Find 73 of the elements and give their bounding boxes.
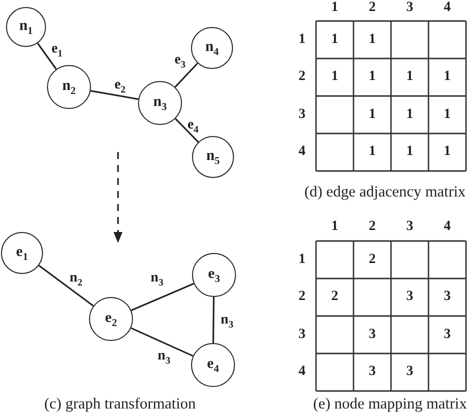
node-label: n$_{5}$ xyxy=(206,148,220,166)
matrix-value: 1 xyxy=(406,145,414,160)
matrix-index: 2 xyxy=(298,290,306,304)
connector-line xyxy=(174,118,199,143)
graph-node-circle xyxy=(191,343,235,387)
matrix-index: 3 xyxy=(406,1,414,15)
edge-label: n$_{2}$ xyxy=(70,272,82,288)
matrix-index: 1 xyxy=(298,32,306,47)
graph-node-circle xyxy=(1,232,43,274)
node-label: n$_{4}$ xyxy=(205,38,219,58)
connector-line xyxy=(174,62,198,88)
edge-label: n$_{3}$ xyxy=(220,314,234,330)
caption: (e) node mapping matrix xyxy=(313,396,467,412)
caption: (d) edge adjacency matrix xyxy=(304,184,466,200)
matrix-value: 2 xyxy=(368,252,376,267)
connector-line xyxy=(130,327,194,357)
matrix-value: 2 xyxy=(331,290,338,304)
node-label: n$_{1}$ xyxy=(19,18,33,36)
matrix-value: 3 xyxy=(368,365,376,380)
matrix-value: 1 xyxy=(331,32,338,47)
matrix-value: 3 xyxy=(406,290,414,304)
connector-line xyxy=(130,282,194,312)
matrix-value: 1 xyxy=(368,108,376,122)
matrix-value: 3 xyxy=(444,328,451,342)
node-label: e$_{2}$ xyxy=(105,310,117,328)
graph-node-circle xyxy=(192,136,234,178)
edge-label: e$_{1}$ xyxy=(51,42,63,60)
edge-label: e$_{3}$ xyxy=(174,54,186,70)
matrix-value: 1 xyxy=(444,108,451,122)
matrix-value: 1 xyxy=(368,32,376,47)
edge-label: e$_{2}$ xyxy=(114,78,126,96)
matrix-index: 1 xyxy=(298,252,306,267)
matrix-index: 2 xyxy=(298,70,306,84)
connector-line xyxy=(37,42,57,70)
matrix-index: 3 xyxy=(298,108,306,122)
graph-node-circle xyxy=(47,65,91,109)
matrix-value: 1 xyxy=(406,108,414,122)
edge-label: n$_{3}$ xyxy=(150,272,164,288)
edge-label: e$_{4}$ xyxy=(187,118,199,136)
graph-node-circle xyxy=(192,253,236,297)
node-label: e$_{4}$ xyxy=(207,356,219,374)
matrix-index: 1 xyxy=(331,1,338,15)
graph-node-circle xyxy=(6,7,46,47)
matrix-index: 4 xyxy=(444,1,451,15)
connector-line xyxy=(38,264,94,307)
graph-node-circle xyxy=(191,27,233,69)
matrix-index: 3 xyxy=(406,220,414,234)
node-label: e$_{3}$ xyxy=(208,266,220,284)
matrix-value: 1 xyxy=(444,70,451,84)
matrix-index: 1 xyxy=(331,220,338,234)
node-label: e$_{1}$ xyxy=(16,244,28,262)
matrix-value: 1 xyxy=(406,70,414,84)
matrix-index: 2 xyxy=(368,1,376,15)
node-label: n$_{2}$ xyxy=(62,78,76,96)
caption: (c) graph transformation xyxy=(44,396,196,412)
matrix-value: 1 xyxy=(331,70,338,84)
edge-label: n$_{3}$ xyxy=(158,350,170,366)
connector-line xyxy=(90,90,138,100)
matrix-value: 3 xyxy=(444,290,451,304)
matrix-value: 1 xyxy=(368,70,376,84)
node-label: n$_{3}$ xyxy=(153,94,167,112)
connector-line xyxy=(212,297,215,343)
graph-node-circle xyxy=(138,81,182,125)
matrix-value: 3 xyxy=(406,365,414,380)
matrix-index: 2 xyxy=(368,220,376,234)
matrix-index: 4 xyxy=(298,365,306,380)
matrix-index: 3 xyxy=(298,328,306,342)
matrix-value: 1 xyxy=(444,145,451,160)
matrix-value: 1 xyxy=(368,145,376,160)
matrix-index: 4 xyxy=(444,220,451,234)
graph-node-circle xyxy=(89,297,133,341)
matrix-index: 4 xyxy=(298,145,306,160)
matrix-value: 3 xyxy=(368,328,376,342)
